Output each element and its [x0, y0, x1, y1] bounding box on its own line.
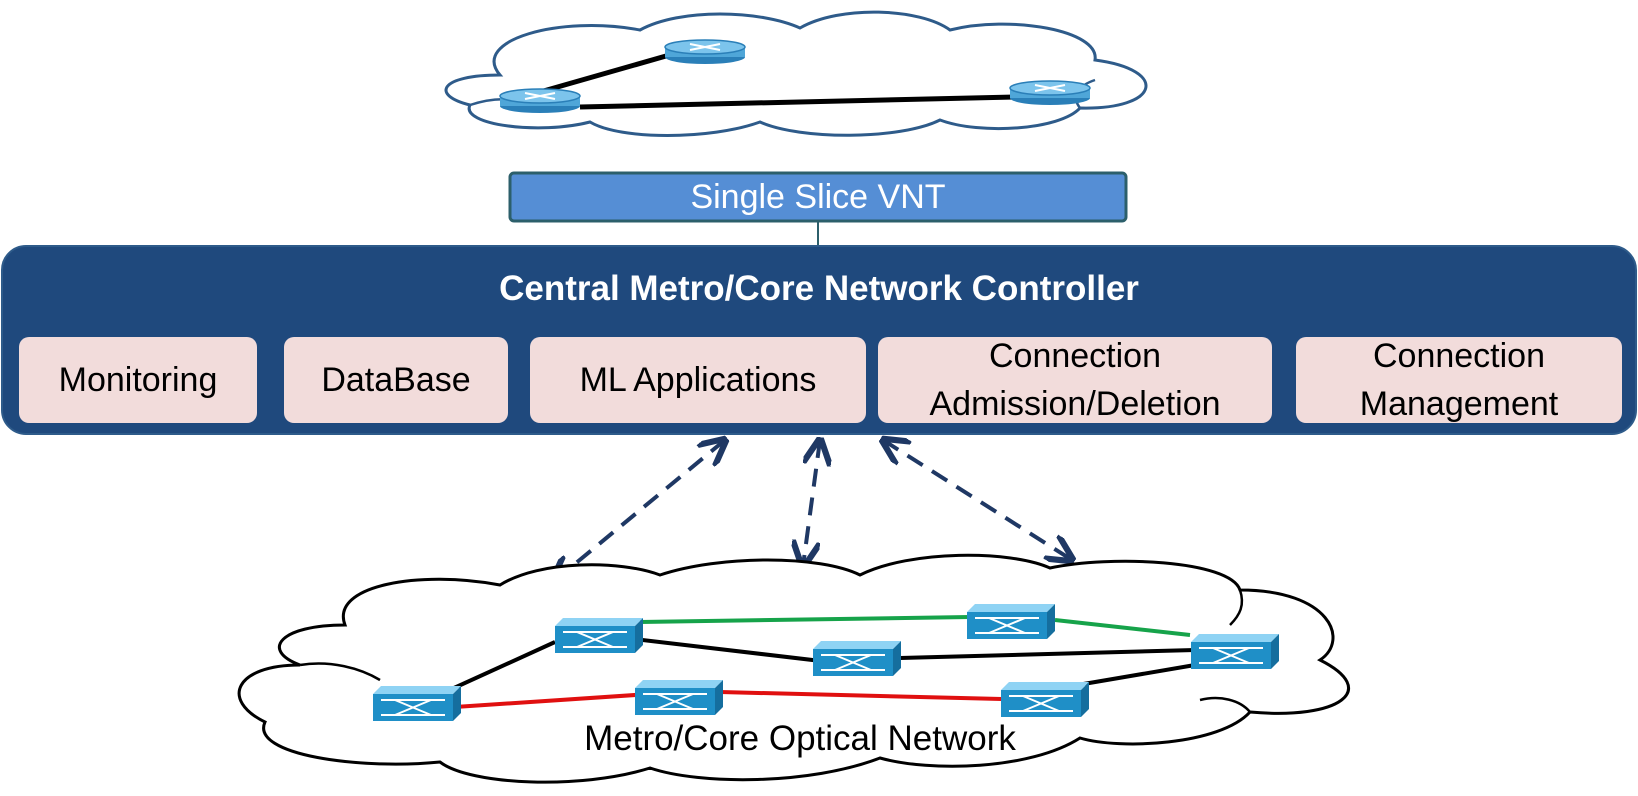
optical-link — [1054, 618, 1191, 637]
module-box-monitoring — [19, 337, 257, 423]
vnt-box — [508, 171, 1128, 223]
optical-network-cloud — [237, 553, 1350, 784]
optical-switch-icon — [967, 604, 1055, 639]
optical-switch-icon — [555, 618, 643, 653]
controller-title: Central Metro/Core Network Controller — [499, 269, 1139, 308]
module-box-database — [284, 337, 508, 423]
module-connection-management: Connection Management — [1359, 337, 1559, 423]
optical-switch-icon — [635, 680, 723, 715]
vnt-link-2 — [579, 94, 1016, 110]
dashed-arrow-middle — [803, 440, 820, 566]
module-box-admission — [878, 337, 1272, 423]
vnt-link-1 — [539, 49, 681, 95]
module-connection-admission: Connection Admission/Deletion — [929, 337, 1221, 423]
optical-switch-icon — [1191, 634, 1279, 669]
module-box-management — [1296, 337, 1622, 423]
router-icon — [499, 88, 581, 113]
optical-link — [899, 648, 1196, 660]
optical-link — [719, 690, 1041, 702]
dashed-arrow-right — [883, 440, 1072, 560]
optical-switch-icon — [373, 686, 461, 721]
module-box-ml — [530, 337, 866, 423]
vnt-label: Single Slice VNT — [690, 177, 946, 216]
router-icon — [1009, 80, 1091, 105]
optical-switch-icon — [1001, 682, 1089, 717]
optical-switch-icon — [813, 641, 901, 676]
router-icon — [664, 39, 746, 64]
optical-network-label: Metro/Core Optical Network — [584, 719, 1016, 758]
dashed-arrow-left — [553, 440, 725, 582]
vnt-cloud — [444, 10, 1148, 137]
module-database: DataBase — [321, 361, 471, 399]
module-ml-applications: ML Applications — [579, 361, 817, 399]
module-monitoring: Monitoring — [58, 361, 218, 399]
optical-link — [639, 615, 971, 624]
